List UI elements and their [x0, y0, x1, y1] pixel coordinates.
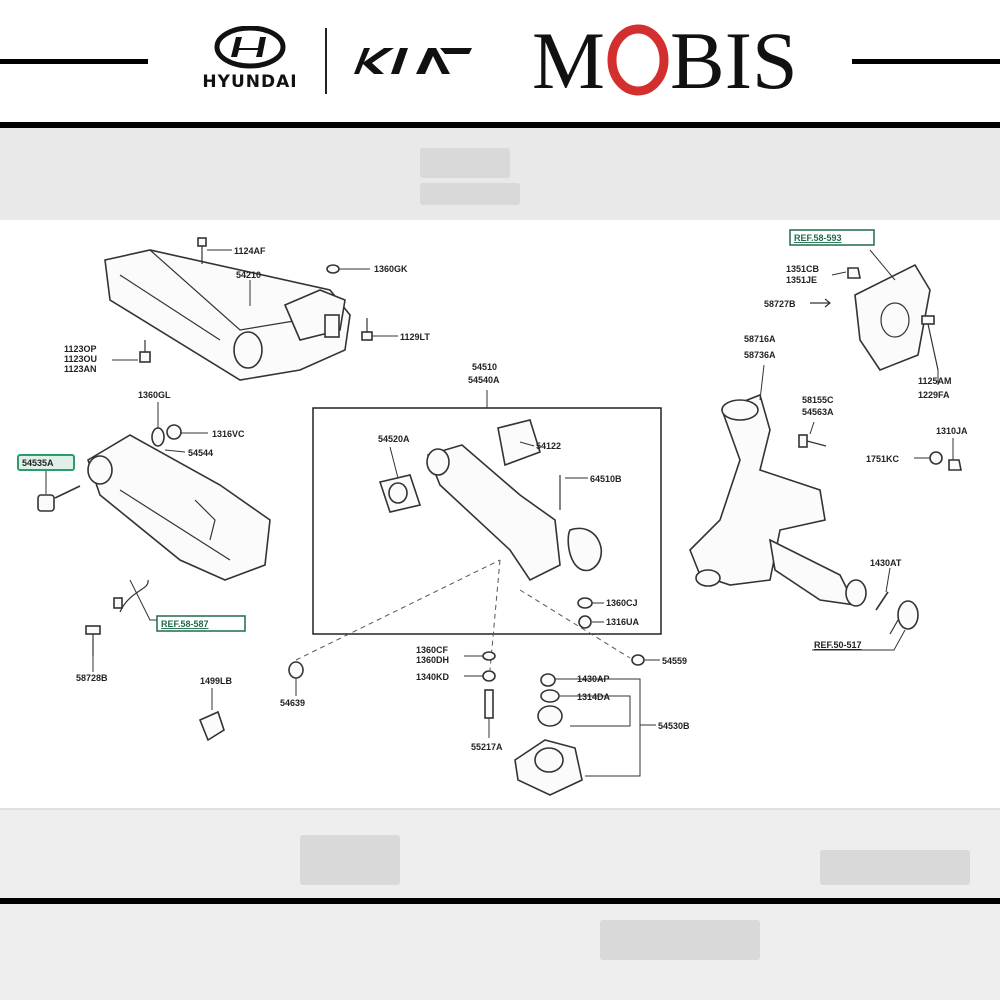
crossmember-part: [104, 249, 351, 381]
label-54122[interactable]: 54122: [536, 441, 561, 451]
label-54639[interactable]: 54639: [280, 698, 305, 708]
mobis-logo: M BIS: [532, 14, 812, 106]
bolt-icon: [197, 237, 207, 264]
nut-icon: [326, 264, 340, 274]
highlighted-part-box: [17, 454, 75, 471]
label-54530B[interactable]: 54530B: [658, 721, 690, 731]
dust-shield-part: [854, 263, 931, 371]
kia-logo: [350, 44, 475, 78]
label-1124AF[interactable]: 1124AF: [234, 246, 266, 256]
label-1751KC[interactable]: 1751KC: [866, 454, 900, 464]
parts-diagram: 1124AF 54210 1360GK 1129LT 1123OP 1123OU…: [0, 220, 1000, 810]
ref-58-593[interactable]: REF.58-593: [794, 233, 842, 243]
nut-icon: [288, 661, 304, 679]
mobis-wordmark: M BIS: [532, 15, 798, 106]
header-rule-right: [852, 59, 1000, 64]
ref-50-517[interactable]: REF.50-517: [814, 640, 862, 650]
label-54540A[interactable]: 54540A: [468, 375, 500, 385]
bushing-bolt-icon: [37, 485, 81, 512]
blurred-block: [300, 835, 400, 885]
blurred-block: [420, 148, 510, 178]
svg-text:M: M: [532, 15, 605, 104]
blurred-block: [420, 183, 520, 205]
label-58736A[interactable]: 58736A: [744, 350, 776, 360]
hyundai-logo: HYUNDAI: [190, 25, 310, 96]
washer-icon: [929, 451, 943, 465]
label-1340KD[interactable]: 1340KD: [416, 672, 450, 682]
washer-icon: [151, 424, 182, 447]
label-1360DH[interactable]: 1360DH: [416, 655, 449, 665]
label-1360CJ[interactable]: 1360CJ: [606, 598, 638, 608]
washer-icon: [578, 615, 592, 629]
ref-box: [789, 229, 875, 246]
label-64510B[interactable]: 64510B: [590, 474, 622, 484]
brand-divider: [325, 28, 327, 94]
label-1310JA[interactable]: 1310JA: [936, 426, 968, 436]
nut-icon: [577, 597, 593, 609]
label-54510[interactable]: 54510: [472, 362, 497, 372]
kia-wordmark-icon: [354, 48, 472, 74]
bolt-icon: [139, 340, 151, 363]
blurred-footer: [0, 810, 1000, 1000]
label-54559[interactable]: 54559: [662, 656, 687, 666]
label-1123OP[interactable]: 1123OP: [64, 344, 97, 354]
bolt-icon: [798, 434, 827, 448]
label-1125AM[interactable]: 1125AM: [918, 376, 952, 386]
ref-58-587[interactable]: REF.58-587: [161, 619, 209, 629]
label-1314DA[interactable]: 1314DA: [577, 692, 611, 702]
control-arm-assembly: [378, 419, 602, 582]
label-54535A[interactable]: 54535A: [22, 458, 54, 468]
wheel-speed-sensor-icon: [889, 600, 919, 635]
label-1430AP[interactable]: 1430AP: [577, 674, 610, 684]
steering-knuckle-part: [689, 393, 867, 607]
hyundai-wordmark: HYUNDAI: [202, 72, 298, 92]
blurred-band: [0, 128, 1000, 220]
bolt-icon: [361, 318, 373, 341]
label-1430AT[interactable]: 1430AT: [870, 558, 902, 568]
label-1123AN[interactable]: 1123AN: [64, 364, 97, 374]
label-55217A[interactable]: 55217A: [471, 742, 503, 752]
label-1123OU[interactable]: 1123OU: [64, 354, 97, 364]
header-rule-left: [0, 59, 148, 64]
label-1316UA[interactable]: 1316UA: [606, 617, 640, 627]
svg-text:BIS: BIS: [670, 15, 798, 104]
parts-diagram-svg: 1124AF 54210 1360GK 1129LT 1123OP 1123OU…: [17, 229, 968, 796]
cotter-pin-icon: [875, 591, 889, 611]
label-1499LB[interactable]: 1499LB: [200, 676, 233, 686]
label-54210[interactable]: 54210: [236, 270, 261, 280]
header-bottom-rule: [0, 122, 1000, 128]
label-58728B[interactable]: 58728B: [76, 673, 108, 683]
brand-header: HYUNDAI M BIS: [0, 0, 1000, 122]
footer-rule: [0, 898, 1000, 904]
label-58716A[interactable]: 58716A: [744, 334, 776, 344]
nut-icon: [948, 459, 962, 471]
label-54520A[interactable]: 54520A: [378, 434, 410, 444]
label-54563A[interactable]: 54563A: [802, 407, 834, 417]
label-1360GL[interactable]: 1360GL: [138, 390, 171, 400]
diagram-bottom-rule: [0, 808, 1000, 810]
label-1360GK[interactable]: 1360GK: [374, 264, 408, 274]
lower-arm-part: [87, 434, 271, 581]
label-1360CF[interactable]: 1360CF: [416, 645, 449, 655]
bolt-icon: [85, 625, 101, 656]
label-1316VC[interactable]: 1316VC: [212, 429, 245, 439]
label-54544[interactable]: 54544: [188, 448, 213, 458]
sensor-wire-icon: [113, 579, 149, 613]
label-1229FA[interactable]: 1229FA: [918, 390, 950, 400]
label-1351CB[interactable]: 1351CB: [786, 264, 820, 274]
hyundai-emblem-icon: [214, 25, 286, 69]
nut-icon: [847, 267, 861, 279]
ref-box: [156, 615, 246, 632]
blurred-block: [600, 920, 760, 960]
label-58155C[interactable]: 58155C: [802, 395, 834, 405]
label-58727B[interactable]: 58727B: [764, 299, 796, 309]
arrow-icon: [810, 298, 831, 308]
bolt-icon: [921, 315, 939, 371]
label-1351JE[interactable]: 1351JE: [786, 275, 817, 285]
label-1129LT[interactable]: 1129LT: [400, 332, 430, 342]
clip-icon: [198, 710, 225, 742]
blurred-block: [820, 850, 970, 885]
ball-joint-parts: [482, 651, 645, 796]
